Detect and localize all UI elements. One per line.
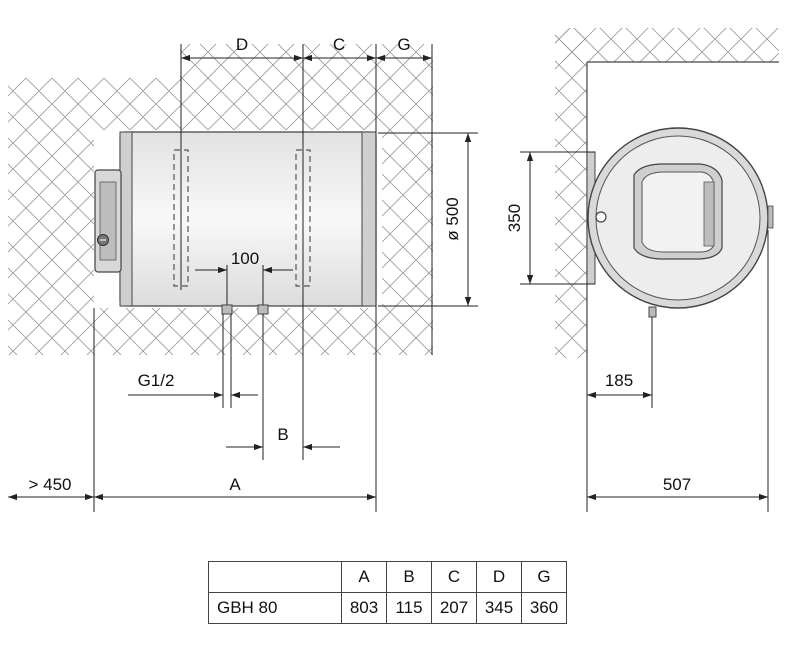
cold-water-inlet: [221, 304, 233, 315]
dim-label-thread: G1/2: [138, 371, 175, 390]
dim-label-min-clearance: > 450: [28, 475, 71, 494]
table-row: GBH 80 803 115 207 345 360: [208, 592, 567, 624]
table-header-cell: G: [521, 561, 567, 593]
dim-label-350: 350: [505, 204, 524, 232]
table-header-cell: A: [341, 561, 387, 593]
model-name-cell: GBH 80: [208, 592, 342, 624]
table-header-cell: [208, 561, 342, 593]
dim-label-100: 100: [231, 249, 259, 268]
front-view: D C G 100 ø 500 G1/2 B > 450 A: [8, 35, 478, 512]
mounting-bracket-left: [173, 149, 189, 287]
dim-label-b: B: [277, 425, 288, 444]
table-header-cell: C: [431, 561, 477, 593]
table-cell: 360: [521, 592, 567, 624]
table-header-cell: B: [386, 561, 432, 593]
dim-label-507: 507: [663, 475, 691, 494]
dim-label-185: 185: [605, 371, 633, 390]
dim-label-diameter: ø 500: [443, 197, 462, 240]
table-cell: 207: [431, 592, 477, 624]
side-pipe-stub: [648, 306, 657, 318]
table-header-cell: D: [476, 561, 522, 593]
table-cell: 345: [476, 592, 522, 624]
side-view: 350 185 507: [505, 28, 779, 512]
front-dimension-lines: [8, 44, 478, 512]
dimensions-table: A B C D G GBH 80 803 115 207 345 360: [208, 561, 567, 624]
indicator-lamp-icon: [595, 211, 607, 223]
mounting-bracket-right: [295, 149, 311, 287]
side-dimension-lines: [520, 151, 769, 512]
water-heater-side: [586, 127, 774, 318]
table-cell: 115: [386, 592, 432, 624]
hot-water-outlet: [257, 304, 269, 315]
dim-label-g: G: [397, 35, 410, 54]
water-heater-front: [94, 131, 377, 315]
dim-label-a: A: [229, 475, 241, 494]
side-wall-hatching: [555, 28, 779, 358]
table-cell: 803: [341, 592, 387, 624]
dim-label-d: D: [236, 35, 248, 54]
table-header-row: A B C D G: [208, 561, 567, 593]
dim-label-c: C: [333, 35, 345, 54]
